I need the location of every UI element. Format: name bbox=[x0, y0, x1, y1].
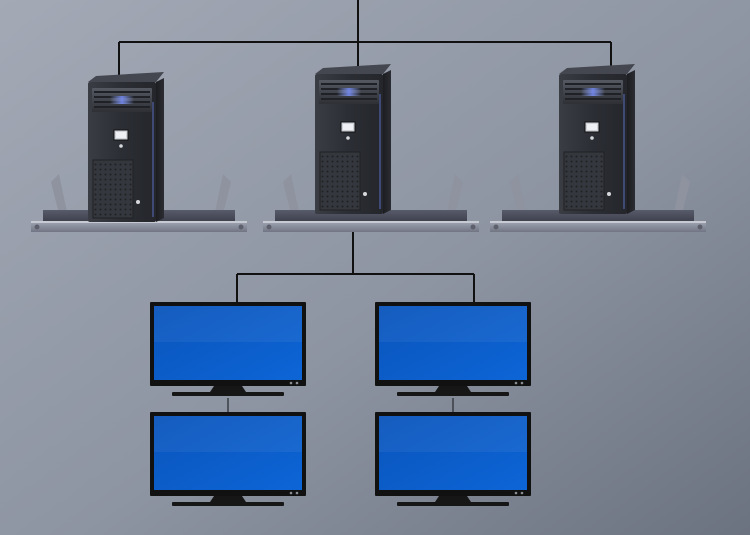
monitor-bottom-right bbox=[375, 412, 531, 506]
monitor-icon bbox=[375, 412, 531, 506]
monitor-top-right bbox=[375, 302, 531, 396]
monitor-icon bbox=[375, 302, 531, 396]
server-tower-icon bbox=[558, 63, 636, 215]
monitor-bottom-left bbox=[150, 412, 306, 506]
monitor-top-left bbox=[150, 302, 306, 396]
server-tower-icon bbox=[314, 63, 392, 215]
monitor-icon bbox=[150, 412, 306, 506]
server-tower-icon bbox=[87, 71, 165, 223]
monitor-icon bbox=[150, 302, 306, 396]
monitor-links bbox=[227, 398, 454, 412]
connectors bbox=[118, 0, 612, 303]
